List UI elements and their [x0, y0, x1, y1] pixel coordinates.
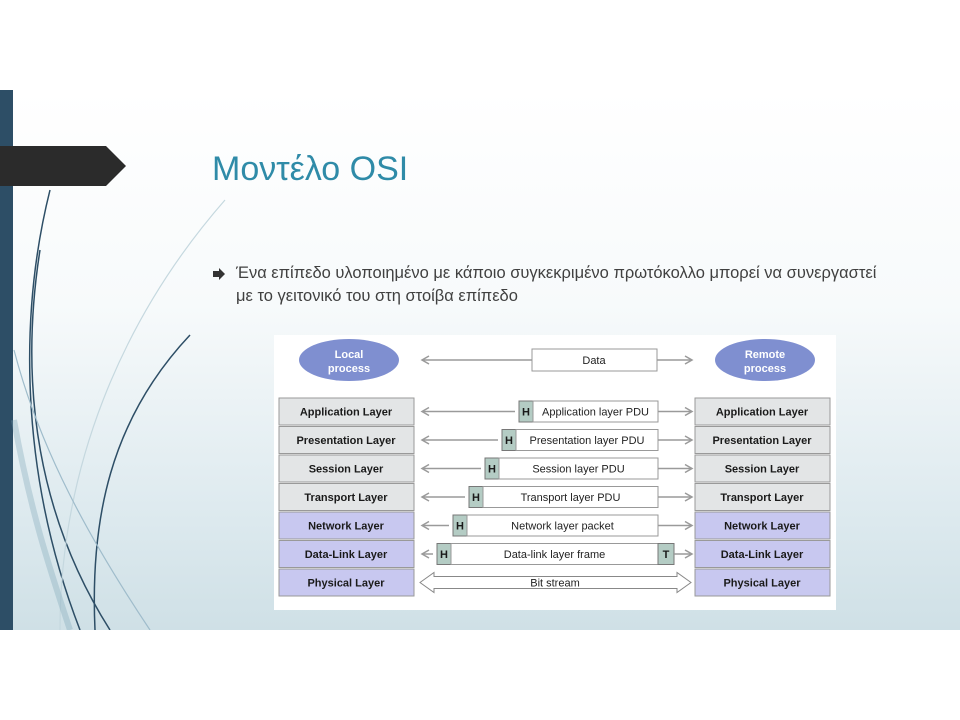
- header-marker: H: [488, 464, 496, 476]
- remote-process-ellipse: [715, 339, 815, 381]
- layer-label-remote: Data-Link Layer: [721, 549, 804, 561]
- pdu-label: Data-link layer frame: [504, 549, 605, 561]
- pdu-arrow-head-left: [420, 549, 430, 559]
- layer-label-local: Network Layer: [308, 521, 385, 533]
- layer-label-local: Transport Layer: [304, 492, 388, 504]
- pdu-arrow-head-right: [684, 435, 694, 445]
- layer-box-remote: [694, 568, 831, 597]
- layer-label-remote: Transport Layer: [720, 492, 804, 504]
- layer-box-local: [278, 426, 415, 454]
- pdu-label: Transport layer PDU: [521, 492, 621, 504]
- pdu-arrow-head-right: [684, 549, 694, 559]
- pdu-arrow-head-left: [420, 492, 430, 502]
- layer-box-remote: [694, 511, 831, 540]
- layer-label-remote: Session Layer: [725, 464, 800, 476]
- pdu-arrow-head-left: [420, 435, 430, 445]
- pdu-arrow-head-left: [420, 520, 430, 531]
- left-accent-bar: [0, 90, 13, 630]
- arrow-right-icon: [212, 262, 236, 308]
- pdu-arrow-head-right: [684, 406, 694, 417]
- remote-process-label-line2: process: [744, 363, 786, 375]
- pdu-arrow-head-right: [684, 520, 694, 531]
- bit-stream-label: Bit stream: [530, 578, 580, 590]
- local-process-label-line1: Local: [335, 349, 364, 361]
- decorative-curves: [11, 189, 226, 630]
- layer-label-local: Data-Link Layer: [305, 549, 388, 561]
- layer-box-local: [278, 483, 415, 511]
- layer-label-remote: Network Layer: [724, 521, 801, 533]
- layer-box-remote: [694, 426, 831, 454]
- layer-label-remote: Presentation Layer: [712, 435, 812, 447]
- local-process-label-line2: process: [328, 363, 370, 375]
- data-arrow-head-right: [684, 355, 694, 365]
- local-process-ellipse: [299, 339, 399, 381]
- layer-box-remote: [694, 454, 831, 483]
- bit-stream-arrow: [419, 571, 692, 594]
- layer-box-local: [278, 511, 415, 540]
- data-arrow-head-left: [420, 355, 430, 365]
- layer-box-local: [278, 568, 415, 597]
- header-marker: H: [440, 549, 448, 561]
- layer-box-local: [278, 540, 415, 568]
- layer-box-remote: [694, 397, 831, 426]
- pdu-arrow-head-left: [420, 406, 430, 417]
- layer-label-local: Physical Layer: [307, 578, 385, 590]
- layer-label-remote: Physical Layer: [723, 578, 801, 590]
- bullet-text: Ένα επίπεδο υλοποιημένο με κάποιο συγκεκ…: [236, 264, 877, 305]
- pdu-label: Session layer PDU: [532, 464, 624, 476]
- slide: Μοντέλο OSI Ένα επίπεδο υλοποιημένο με κ…: [0, 90, 960, 630]
- pdu-label: Presentation layer PDU: [530, 435, 645, 447]
- header-marker: H: [456, 521, 464, 533]
- layer-label-local: Application Layer: [300, 407, 393, 419]
- header-marker: H: [472, 492, 480, 504]
- pdu-arrow-head-right: [684, 492, 694, 502]
- layer-box-local: [278, 397, 415, 426]
- slide-title: Μοντέλο OSI: [212, 150, 409, 188]
- layer-box-local: [278, 454, 415, 483]
- osi-diagram-canvas: Local process Remote process DataApplication…: [278, 339, 831, 597]
- data-label: Data: [582, 355, 606, 367]
- layer-label-local: Presentation Layer: [296, 435, 396, 447]
- header-marker: H: [522, 407, 530, 419]
- pdu-label: Network layer packet: [511, 521, 614, 533]
- bullet-point: Ένα επίπεδο υλοποιημένο με κάποιο συγκεκ…: [212, 262, 892, 308]
- pdu-label: Application layer PDU: [542, 407, 649, 419]
- header-marker: H: [505, 435, 513, 447]
- trailer-marker: T: [663, 549, 670, 561]
- pdu-arrow-head-right: [684, 463, 694, 474]
- layer-label-remote: Application Layer: [716, 407, 809, 419]
- layer-box-remote: [694, 540, 831, 568]
- title-tab-shape: [0, 146, 126, 186]
- layer-box-remote: [694, 483, 831, 511]
- remote-process-label-line1: Remote: [745, 349, 785, 361]
- layer-label-local: Session Layer: [309, 464, 384, 476]
- pdu-arrow-head-left: [420, 463, 430, 474]
